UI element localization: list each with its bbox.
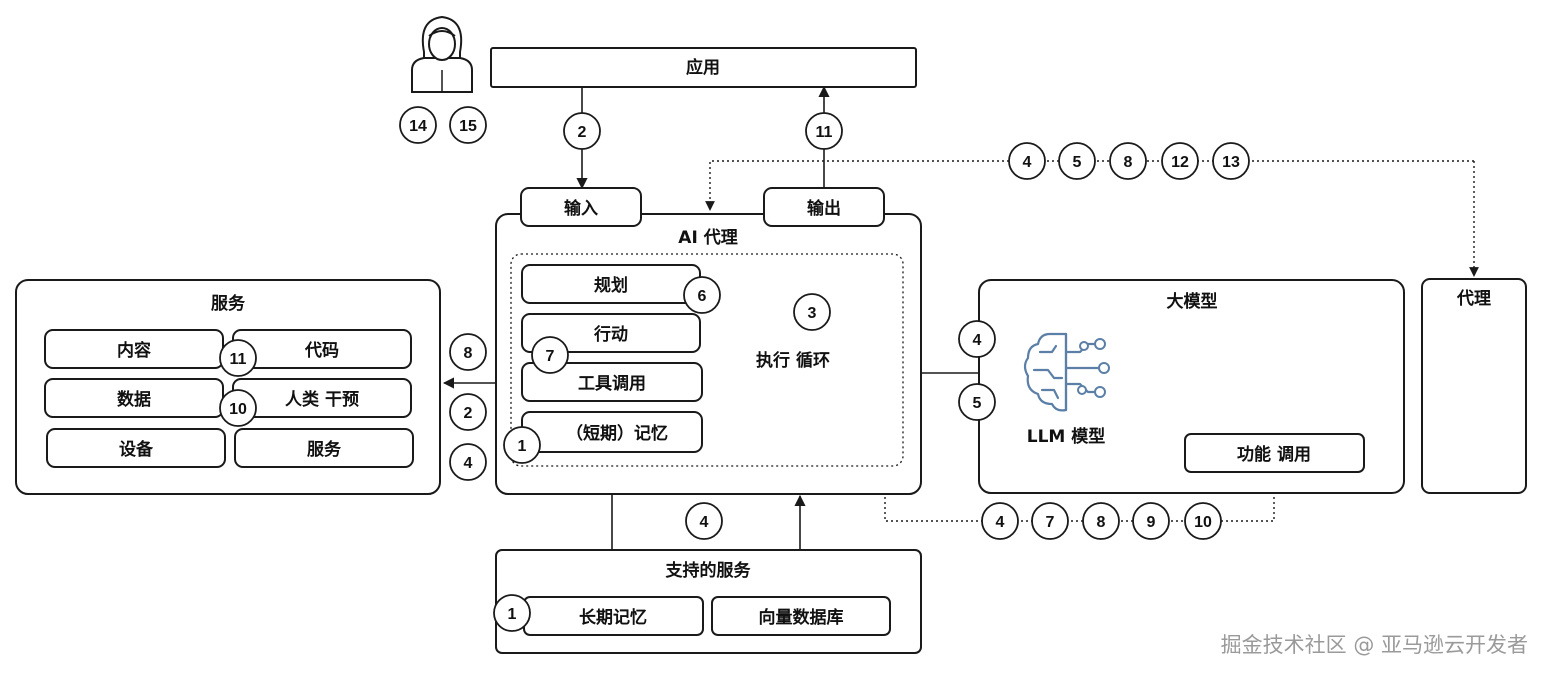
svg-text:10: 10 <box>1194 514 1212 531</box>
tool-call-box <box>521 362 703 402</box>
llm-badge-5: 5 <box>958 383 996 421</box>
app-box <box>490 47 917 88</box>
svg-text:10: 10 <box>229 401 247 418</box>
service-label: 服务 <box>307 439 342 460</box>
user-badge-14: 14 <box>399 106 437 144</box>
svg-text:4: 4 <box>464 455 473 472</box>
top-chain-badge-12: 12 <box>1161 142 1199 180</box>
bottom-chain-badge-9: 9 <box>1132 502 1170 540</box>
watermark: 掘金技术社区 @ 亚马逊云开发者 <box>1221 633 1528 657</box>
svg-text:4: 4 <box>973 332 982 349</box>
svg-text:8: 8 <box>1097 514 1106 531</box>
svg-text:5: 5 <box>1073 154 1082 171</box>
planning-label: 规划 <box>594 275 628 296</box>
top-chain-badge-13: 13 <box>1212 142 1250 180</box>
device-label: 设备 <box>119 439 154 460</box>
exec-loop-region <box>510 253 904 467</box>
bottom-chain-badge-10: 10 <box>1184 502 1222 540</box>
short-memory-badge: 1 <box>503 426 541 464</box>
svg-text:8: 8 <box>464 345 473 362</box>
input-box <box>520 187 642 227</box>
action-box <box>521 313 701 353</box>
bottom-chain-badge-4: 4 <box>981 502 1019 540</box>
loop-badge: 3 <box>793 293 831 331</box>
action-label: 行动 <box>593 324 628 345</box>
top-chain-badge-5: 5 <box>1058 142 1096 180</box>
svg-text:8: 8 <box>1124 154 1133 171</box>
input-label: 输入 <box>564 198 598 219</box>
svg-text:2: 2 <box>464 405 473 422</box>
exec-loop-label: 执行 循环 <box>756 350 830 371</box>
svg-text:13: 13 <box>1222 154 1240 171</box>
user-badge-15: 15 <box>449 106 487 144</box>
device-box <box>46 428 226 468</box>
output-box <box>763 187 885 227</box>
app-out-badge: 11 <box>805 112 843 150</box>
svg-text:15: 15 <box>459 118 477 135</box>
top-chain-badge-4: 4 <box>1008 142 1046 180</box>
content-label: 内容 <box>117 340 151 361</box>
support-badge-4: 4 <box>685 502 723 540</box>
tool-badge: 7 <box>531 336 569 374</box>
app-in-badge: 2 <box>563 112 601 150</box>
services-badge-2: 2 <box>449 393 487 431</box>
vector-db-label: 向量数据库 <box>759 607 844 628</box>
llm-badge-4: 4 <box>958 320 996 358</box>
svg-text:7: 7 <box>1046 514 1055 531</box>
services-badge-4: 4 <box>449 443 487 481</box>
svg-text:1: 1 <box>518 438 527 455</box>
svg-text:7: 7 <box>546 348 555 365</box>
long-memory-badge: 1 <box>493 594 531 632</box>
svg-text:6: 6 <box>698 288 707 305</box>
services-title: 服务 <box>211 293 246 314</box>
support-title: 支持的服务 <box>666 560 752 581</box>
svg-text:12: 12 <box>1171 154 1189 171</box>
bottom-chain-badge-8: 8 <box>1082 502 1120 540</box>
svg-text:2: 2 <box>578 124 587 141</box>
brain-circuit-icon <box>1023 332 1110 412</box>
app-label: 应用 <box>686 57 720 78</box>
tool-call-label: 工具调用 <box>578 374 646 394</box>
service-box <box>234 428 414 468</box>
llm-group-title: 大模型 <box>1167 291 1218 312</box>
vector-db-box <box>711 596 891 636</box>
svg-text:3: 3 <box>808 305 817 322</box>
svg-text:11: 11 <box>230 351 247 368</box>
agent-right-label: 代理 <box>1456 288 1491 309</box>
svg-text:14: 14 <box>409 118 427 135</box>
llm-model-label: LLM 模型 <box>1027 426 1106 447</box>
svg-text:4: 4 <box>1023 154 1032 171</box>
svg-text:11: 11 <box>816 124 833 141</box>
data-label: 数据 <box>117 389 151 410</box>
top-chain-badge-8: 8 <box>1109 142 1147 180</box>
human-label: 人类 干预 <box>285 389 359 410</box>
ai-agent-label: AI 代理 <box>678 227 737 248</box>
person-icon <box>411 15 473 93</box>
svg-text:1: 1 <box>508 606 517 623</box>
svg-text:4: 4 <box>996 514 1005 531</box>
function-call-label: 功能 调用 <box>1237 444 1311 465</box>
code-badge: 11 <box>219 339 257 377</box>
agent-right-box <box>1421 278 1527 494</box>
svg-text:5: 5 <box>973 395 982 412</box>
top-dotted-to-output <box>705 160 1474 211</box>
planning-badge: 6 <box>683 276 721 314</box>
function-call-box <box>1184 433 1365 473</box>
bottom-chain-badge-7: 7 <box>1031 502 1069 540</box>
short-memory-label: （短期）记忆 <box>566 423 668 444</box>
services-badge-8: 8 <box>449 333 487 371</box>
svg-text:9: 9 <box>1147 514 1156 531</box>
code-label: 代码 <box>304 340 339 361</box>
long-memory-label: 长期记忆 <box>579 607 647 628</box>
svg-text:4: 4 <box>700 514 709 531</box>
human-badge: 10 <box>219 389 257 427</box>
output-label: 输出 <box>807 198 841 219</box>
